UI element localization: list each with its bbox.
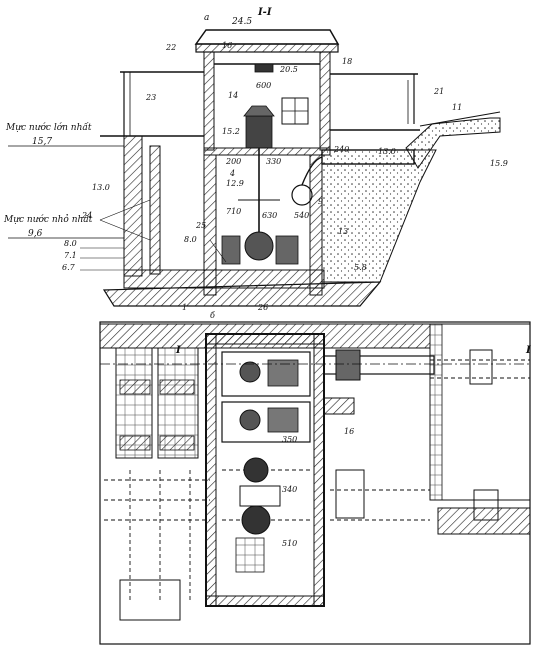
callout-18: 18 <box>342 57 353 66</box>
plan-dim-510: 510 <box>282 539 298 548</box>
roof-slab <box>195 43 339 53</box>
discharge-channel <box>405 117 501 169</box>
motor <box>245 115 273 149</box>
elevation-12-9: 12.9 <box>226 179 244 188</box>
left-tower-wall <box>203 51 215 151</box>
callout-23: 23 <box>146 93 157 102</box>
motor-plan-2 <box>241 505 271 535</box>
operating-floor <box>203 147 331 156</box>
plan-section-mark-right: I <box>526 345 531 356</box>
roof-elevation: 24.5 <box>232 17 253 27</box>
elevation-13-0-right: 13.0 <box>378 147 396 156</box>
intake-divider <box>149 145 161 275</box>
plan-callout-16: 16 <box>344 427 355 436</box>
pump-unit-1 <box>221 351 311 397</box>
plan-dim-340: 340 <box>282 485 298 494</box>
elevation-13-0-left: 13.0 <box>92 183 110 192</box>
callout-24: 24 <box>82 211 93 220</box>
water-low-label: Mực nước nhỏ nhất <box>4 215 93 225</box>
plan-dim-350: 350 <box>282 435 298 444</box>
callout-1: 1 <box>182 303 188 312</box>
water-high-value: 15,7 <box>32 137 53 147</box>
backfill <box>321 149 437 283</box>
intake-wall-left <box>123 135 143 277</box>
crane-trolley <box>254 63 274 73</box>
callout-13: 13 <box>338 227 349 236</box>
elevation-20-5: 20.5 <box>280 65 298 74</box>
pump-casing <box>244 231 274 261</box>
plan-view <box>99 321 531 645</box>
roof <box>194 29 340 45</box>
motor-plan-1 <box>243 457 269 483</box>
callout-22: 22 <box>166 43 177 52</box>
callout-11: 11 <box>452 103 463 112</box>
dim-25: 25 <box>196 221 207 230</box>
section-view <box>8 29 501 307</box>
elevation-8-0: 8.0 <box>184 235 197 244</box>
level-7-1: 7.1 <box>64 251 77 260</box>
dim-600: 600 <box>256 81 272 90</box>
dim-630: 630 <box>262 211 278 220</box>
elevation-15-9: 15.9 <box>490 159 508 168</box>
right-tower-wall <box>319 51 331 151</box>
pump-unit-2 <box>221 401 311 443</box>
dim-240: 240 <box>334 145 350 154</box>
callout-4: 4 <box>230 169 236 178</box>
dim-710: 710 <box>226 207 242 216</box>
elevation-15-2: 15.2 <box>222 127 240 136</box>
callout-21: 21 <box>434 87 445 96</box>
water-high-label: Mực nước lớn nhất <box>6 123 92 133</box>
dim-200: 200 <box>226 157 242 166</box>
dim-330: 330 <box>266 157 282 166</box>
dim-540: 540 <box>294 211 310 220</box>
top-mark-letter: a <box>204 13 210 23</box>
water-low-value: 9,6 <box>28 229 43 239</box>
callout-b: б <box>210 311 215 320</box>
section-title: I-I <box>258 7 272 18</box>
plan-section-mark-left: I <box>176 345 181 356</box>
callout-16-section: 16 <box>222 41 233 50</box>
elevation-5-8: 5.8 <box>354 263 367 272</box>
callout-26: 26 <box>258 303 269 312</box>
callout-14: 14 <box>228 91 239 100</box>
level-8-0: 8.0 <box>64 239 77 248</box>
callout-9: 9 <box>318 197 324 206</box>
level-6-7: 6.7 <box>62 263 75 272</box>
